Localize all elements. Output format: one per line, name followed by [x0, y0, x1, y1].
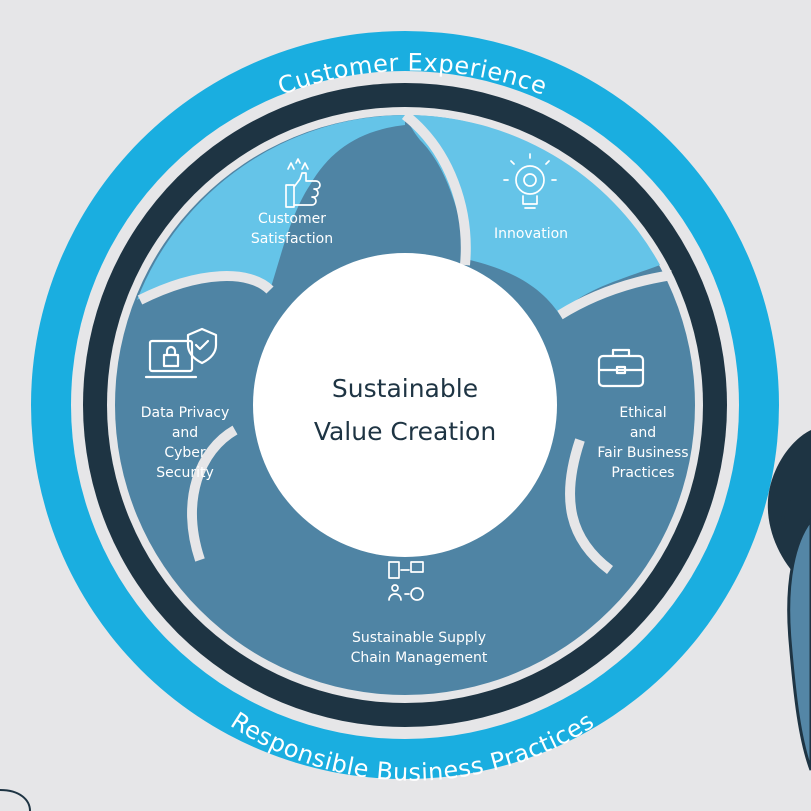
segment-customer-satisfaction — [137, 115, 405, 300]
ethical-line1: Ethical — [619, 405, 666, 421]
laptop-lock-shield-icon — [144, 327, 218, 379]
ethical-line2: and — [630, 425, 656, 441]
ethical-line4: Practices — [611, 465, 674, 481]
decorative-arc — [0, 789, 31, 811]
ethical-line3: Fair Business — [597, 445, 688, 461]
briefcase-icon — [597, 348, 645, 388]
data-privacy-line1: Data Privacy — [141, 405, 230, 421]
data-privacy-line4: Security — [156, 465, 214, 481]
lightbulb-gear-icon — [503, 153, 557, 209]
supply-chain-line2: Chain Management — [351, 650, 488, 666]
person-illustration — [767, 430, 811, 771]
customer-satisfaction-line1: Customer — [258, 211, 326, 227]
customer-satisfaction-line2: Satisfaction — [251, 231, 333, 247]
data-privacy-line3: Cyber — [164, 445, 206, 461]
center-title-line2: Value Creation — [314, 417, 496, 446]
center-title-line1: Sustainable — [332, 374, 478, 403]
innovation-label: Innovation — [494, 226, 568, 242]
supply-chain-icon — [388, 561, 424, 601]
data-privacy-line2: and — [172, 425, 198, 441]
center-circle — [253, 253, 557, 557]
supply-chain-line1: Sustainable Supply — [352, 630, 486, 646]
segment-innovation — [405, 114, 660, 315]
thumbs-up-stars-icon — [285, 158, 321, 208]
